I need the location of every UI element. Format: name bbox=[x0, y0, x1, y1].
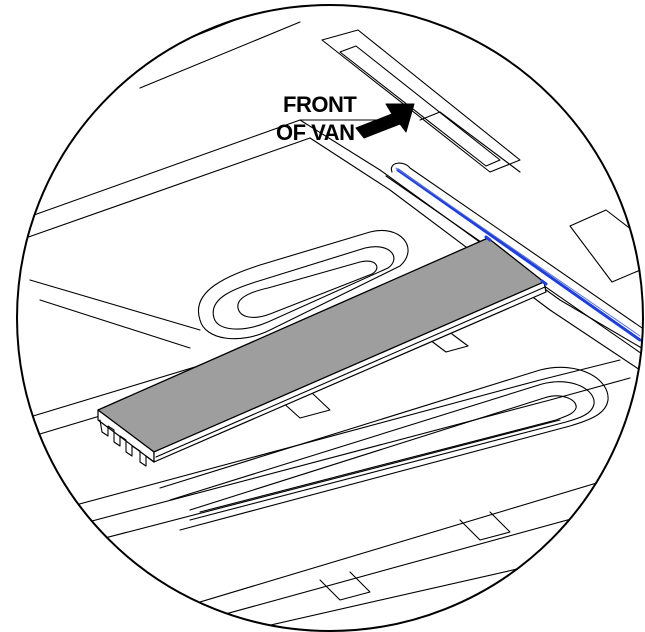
floor-recess-right bbox=[159, 366, 609, 531]
front-of-van-label-line2: OF VAN bbox=[276, 120, 354, 145]
guide-rail bbox=[385, 162, 643, 357]
floor-strip bbox=[97, 235, 548, 467]
floor-recess-left bbox=[197, 229, 409, 340]
front-of-van-label-line1: FRONT bbox=[283, 92, 357, 117]
arrow-up-right-icon bbox=[355, 103, 415, 139]
detail-circle-frame bbox=[16, 4, 644, 632]
